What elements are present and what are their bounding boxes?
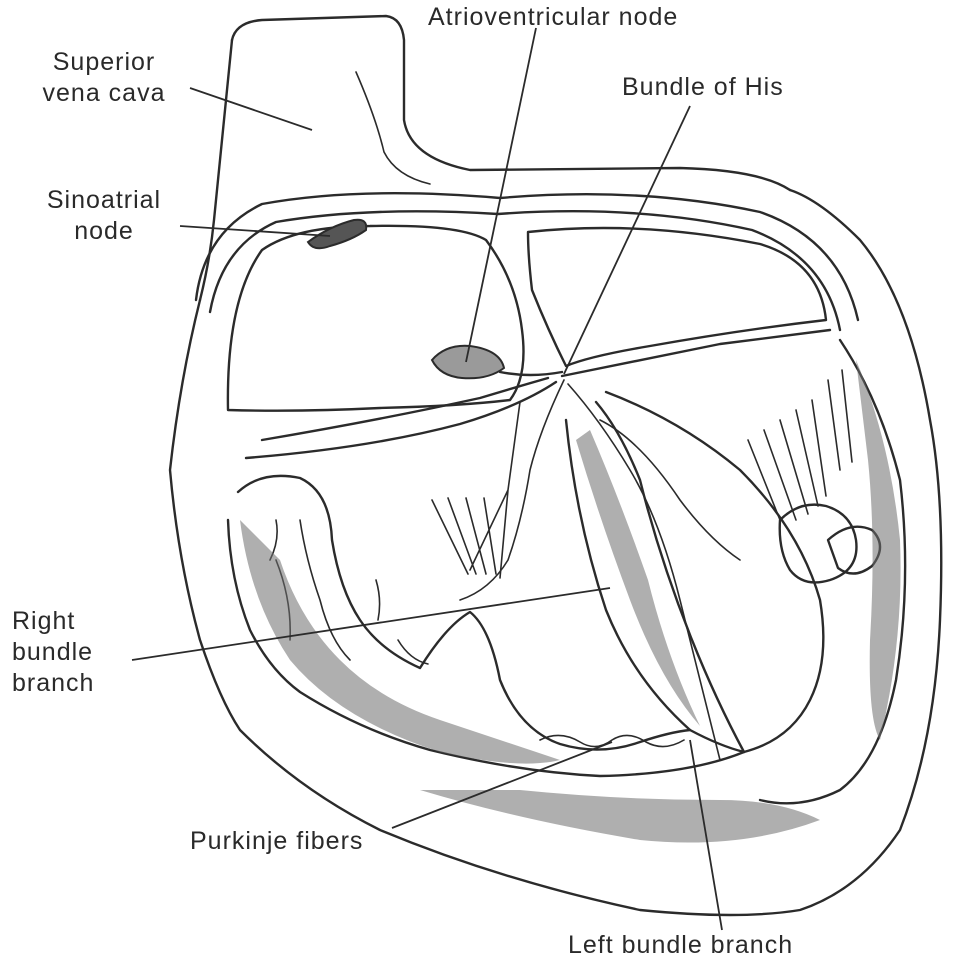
- label-right-bundle-branch-line1: Right: [12, 606, 94, 637]
- label-bundle-of-his: Bundle of His: [622, 72, 784, 103]
- label-right-bundle-branch-line2: bundle: [12, 637, 94, 668]
- superior-vena-cava-outline: [232, 16, 790, 190]
- tricuspid-valve-lower: [246, 382, 556, 458]
- mitral-valve-plane: [562, 330, 830, 376]
- label-superior-vena-cava: Superior vena cava: [20, 47, 188, 109]
- leader-superior-vena-cava: [190, 88, 312, 130]
- label-sinoatrial-node: Sinoatrial node: [20, 185, 188, 247]
- bundle-of-his-path: [500, 372, 562, 375]
- label-superior-vena-cava-line2: vena cava: [20, 78, 188, 109]
- sinoatrial-node-shape: [308, 220, 366, 249]
- myocardium-stipple-bottom: [420, 790, 820, 843]
- label-right-bundle-branch-line3: branch: [12, 668, 94, 699]
- right-bundle-branch-path: [460, 380, 564, 600]
- label-sinoatrial-node-line1: Sinoatrial: [20, 185, 188, 216]
- leader-right-bundle-branch: [132, 588, 610, 660]
- label-left-bundle-branch: Left bundle branch: [568, 930, 793, 961]
- label-superior-vena-cava-line1: Superior: [20, 47, 188, 78]
- left-atrium-chamber: [528, 228, 826, 366]
- label-sinoatrial-node-line2: node: [20, 216, 188, 247]
- right-atrium-chamber: [228, 226, 524, 411]
- label-atrioventricular-node: Atrioventricular node: [428, 2, 678, 33]
- superior-vena-cava-inner-wall: [356, 72, 430, 184]
- atrial-band-inner: [210, 211, 840, 330]
- label-purkinje-fibers: Purkinje fibers: [190, 826, 363, 857]
- label-right-bundle-branch: Right bundle branch: [12, 606, 94, 699]
- leader-bundle-of-his: [564, 106, 690, 374]
- myocardium-stipple-left: [856, 360, 901, 740]
